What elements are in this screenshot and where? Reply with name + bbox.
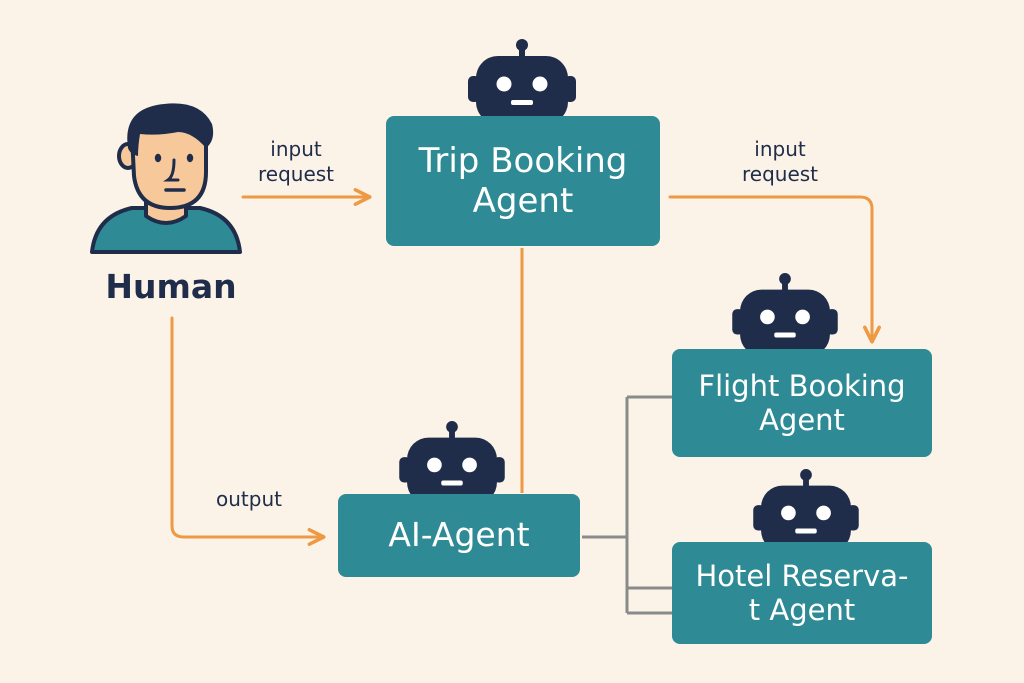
connector-ai-to-subagents (582, 395, 672, 615)
human-label: Human (105, 267, 237, 306)
robot-icon (399, 420, 505, 504)
arrow-trip-to-flight (668, 195, 881, 344)
edge-label-human-to-trip: input request (257, 137, 335, 186)
robot-icon (753, 468, 859, 552)
ai-agent-node[interactable]: AI-Agent (338, 494, 580, 577)
robot-icon (732, 272, 838, 356)
edge-label-trip-to-flight: input request (741, 137, 819, 186)
robot-icon (468, 39, 576, 124)
trip-booking-agent-node[interactable]: Trip Booking Agent (386, 116, 660, 246)
flight-booking-agent-node[interactable]: Flight Booking Agent (672, 349, 932, 457)
edge-label-output: output (216, 487, 282, 511)
hotel-reservation-agent-node[interactable]: Hotel Reserva- t Agent (672, 542, 932, 644)
arrow-output-to-ai (170, 316, 326, 546)
human-avatar-icon (90, 103, 242, 254)
